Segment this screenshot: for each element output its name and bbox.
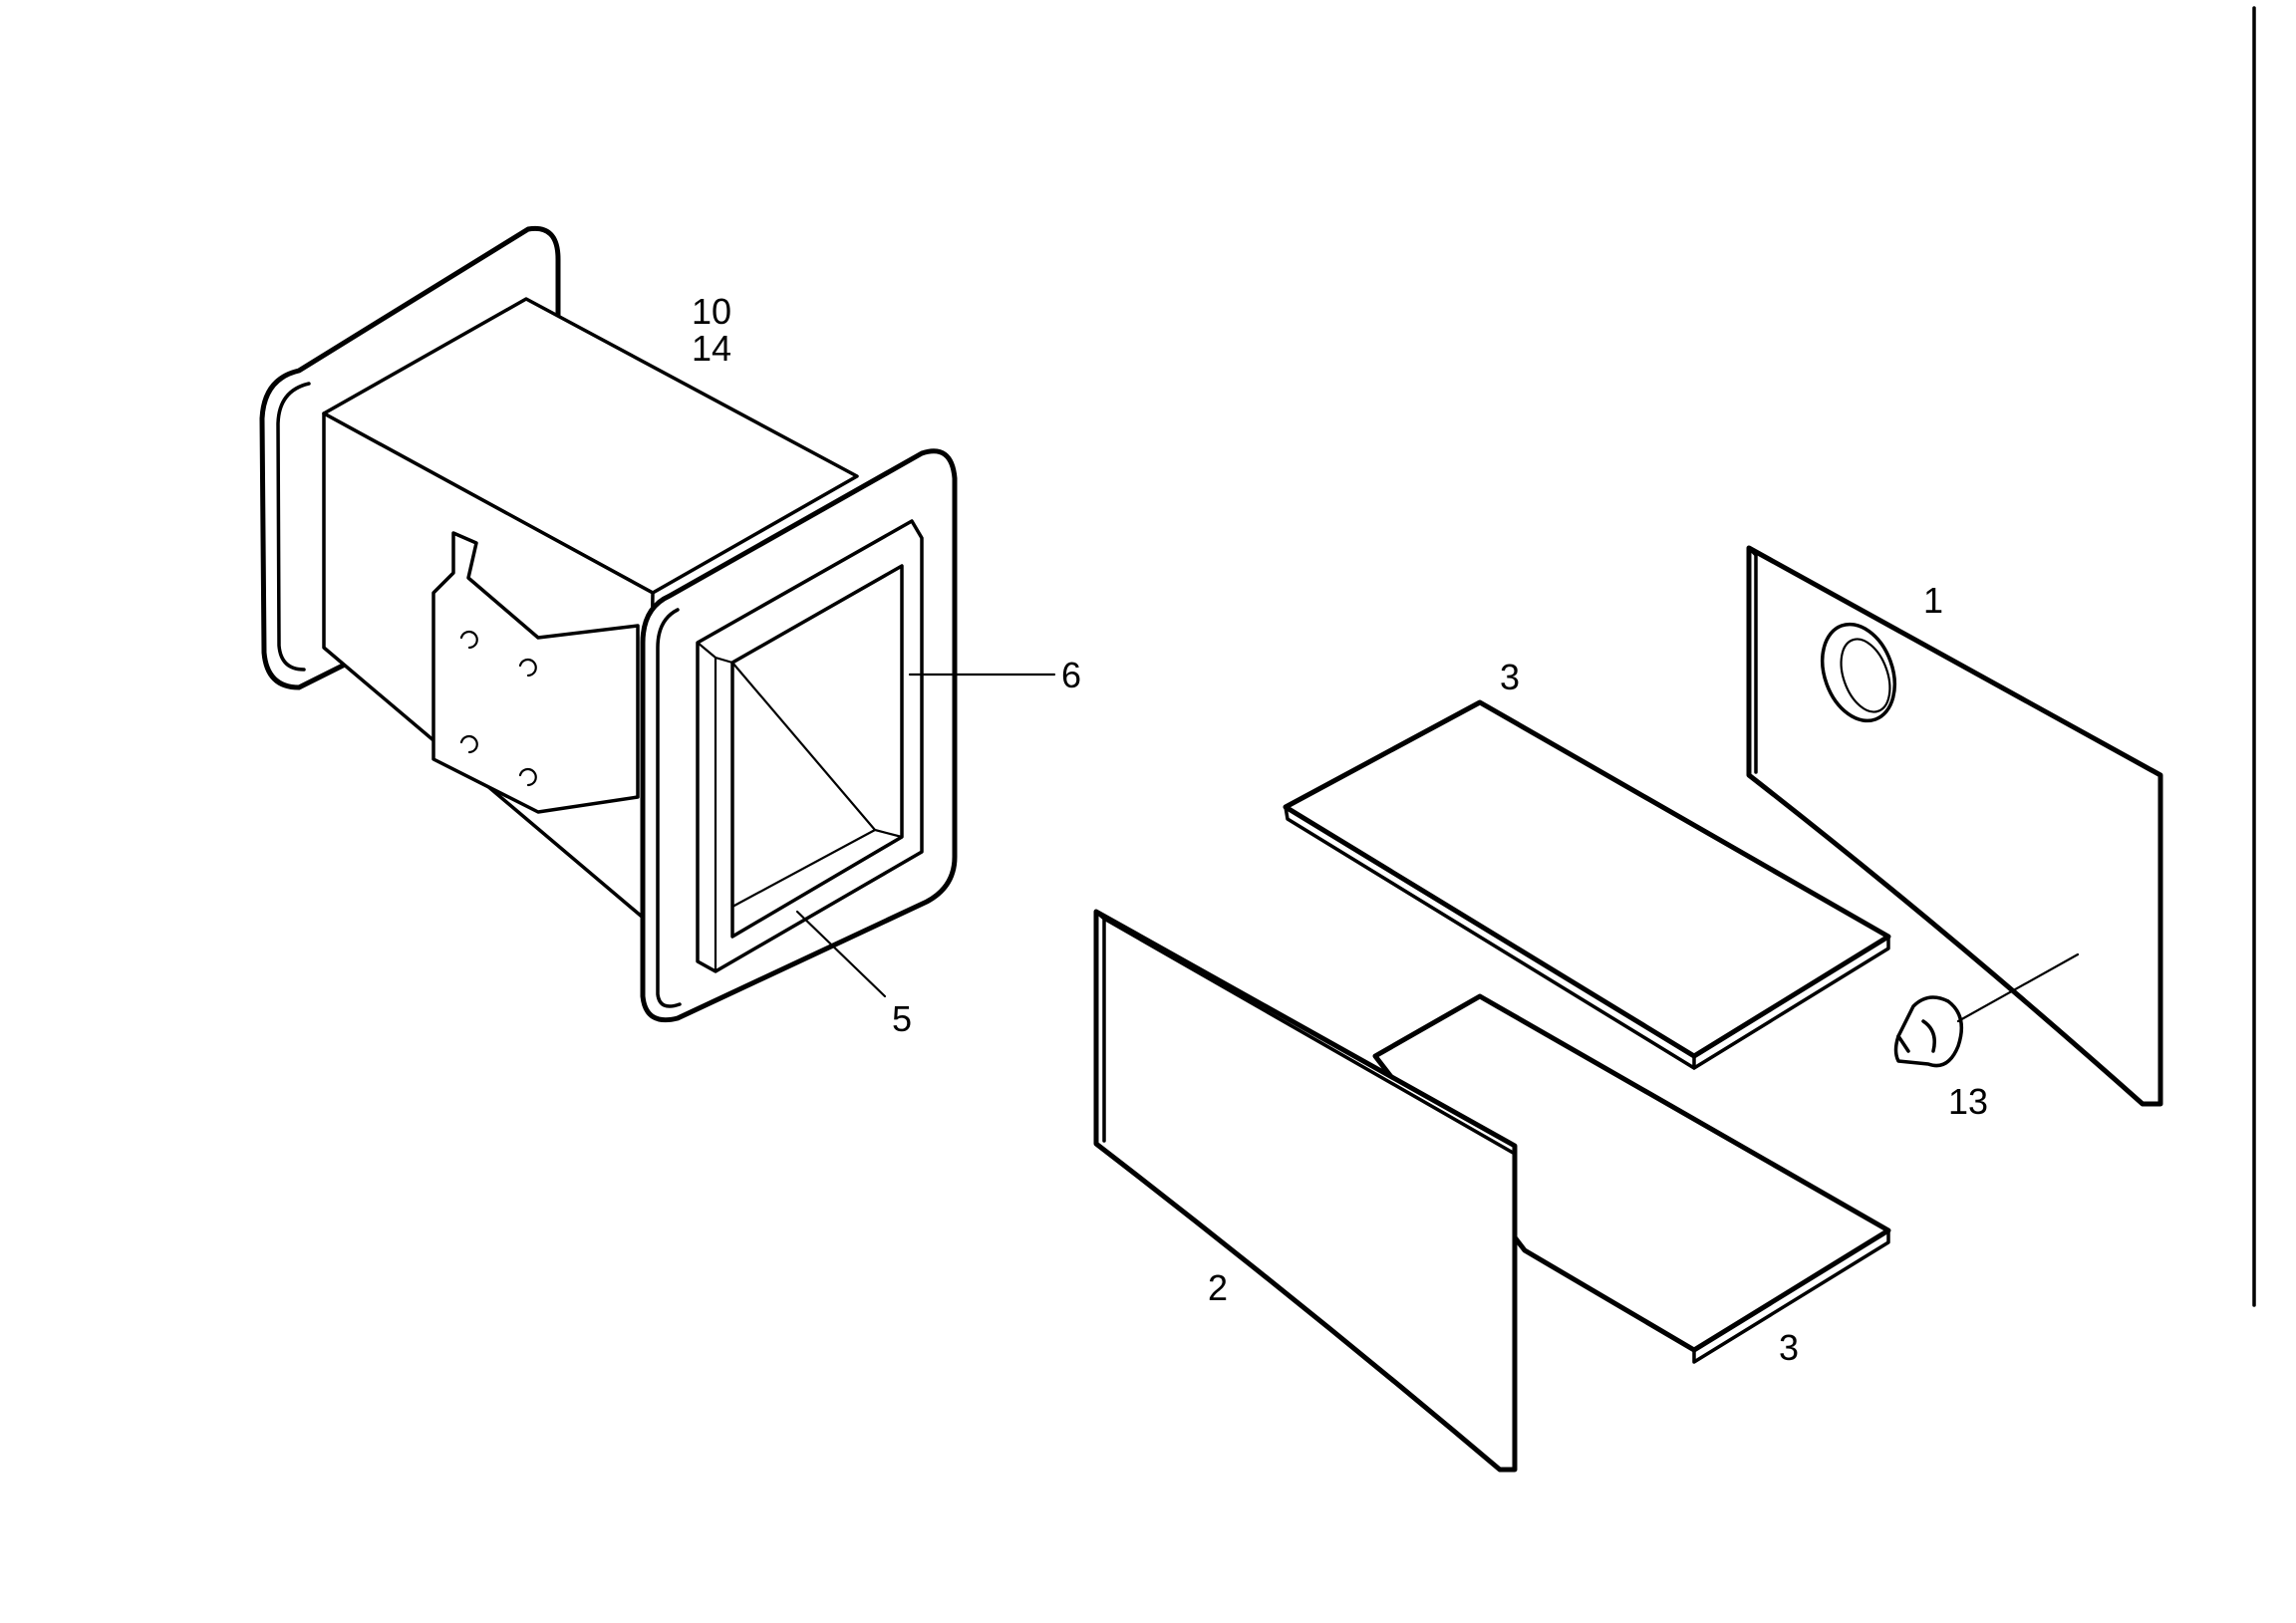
duct-edge bbox=[322, 411, 655, 595]
front-flange-inner bbox=[656, 608, 682, 1008]
opening-depth bbox=[730, 661, 904, 909]
callout-2: 2 bbox=[1208, 1267, 1228, 1308]
callout-6: 6 bbox=[1061, 655, 1081, 695]
gasket-edge bbox=[696, 641, 734, 973]
panel-2-edge bbox=[1094, 910, 1517, 1156]
panel-2-body bbox=[1093, 909, 1518, 1473]
duct-housing bbox=[259, 225, 958, 1023]
callout-3-bottom: 3 bbox=[1779, 1327, 1799, 1368]
callout-1: 1 bbox=[1923, 580, 1943, 621]
panel-2 bbox=[1093, 909, 1518, 1473]
callout-13: 13 bbox=[1948, 1081, 1988, 1122]
callout-14: 14 bbox=[692, 328, 731, 369]
callout-5: 5 bbox=[892, 998, 912, 1039]
panel-3-top bbox=[1283, 699, 1891, 1070]
back-flange-inner bbox=[276, 382, 311, 672]
plug-13 bbox=[1893, 952, 2080, 1068]
callout-10: 10 bbox=[692, 291, 731, 332]
callout-3-top: 3 bbox=[1500, 657, 1520, 697]
leader-5 bbox=[795, 910, 887, 998]
leader-13 bbox=[1956, 952, 2080, 1023]
panel-1-hole-inner bbox=[1840, 638, 1891, 713]
panel-1-hole bbox=[1821, 622, 1896, 723]
panel-1-edge bbox=[1747, 546, 1758, 774]
bracket-tab bbox=[451, 531, 478, 580]
bracket-bolts bbox=[459, 630, 537, 787]
